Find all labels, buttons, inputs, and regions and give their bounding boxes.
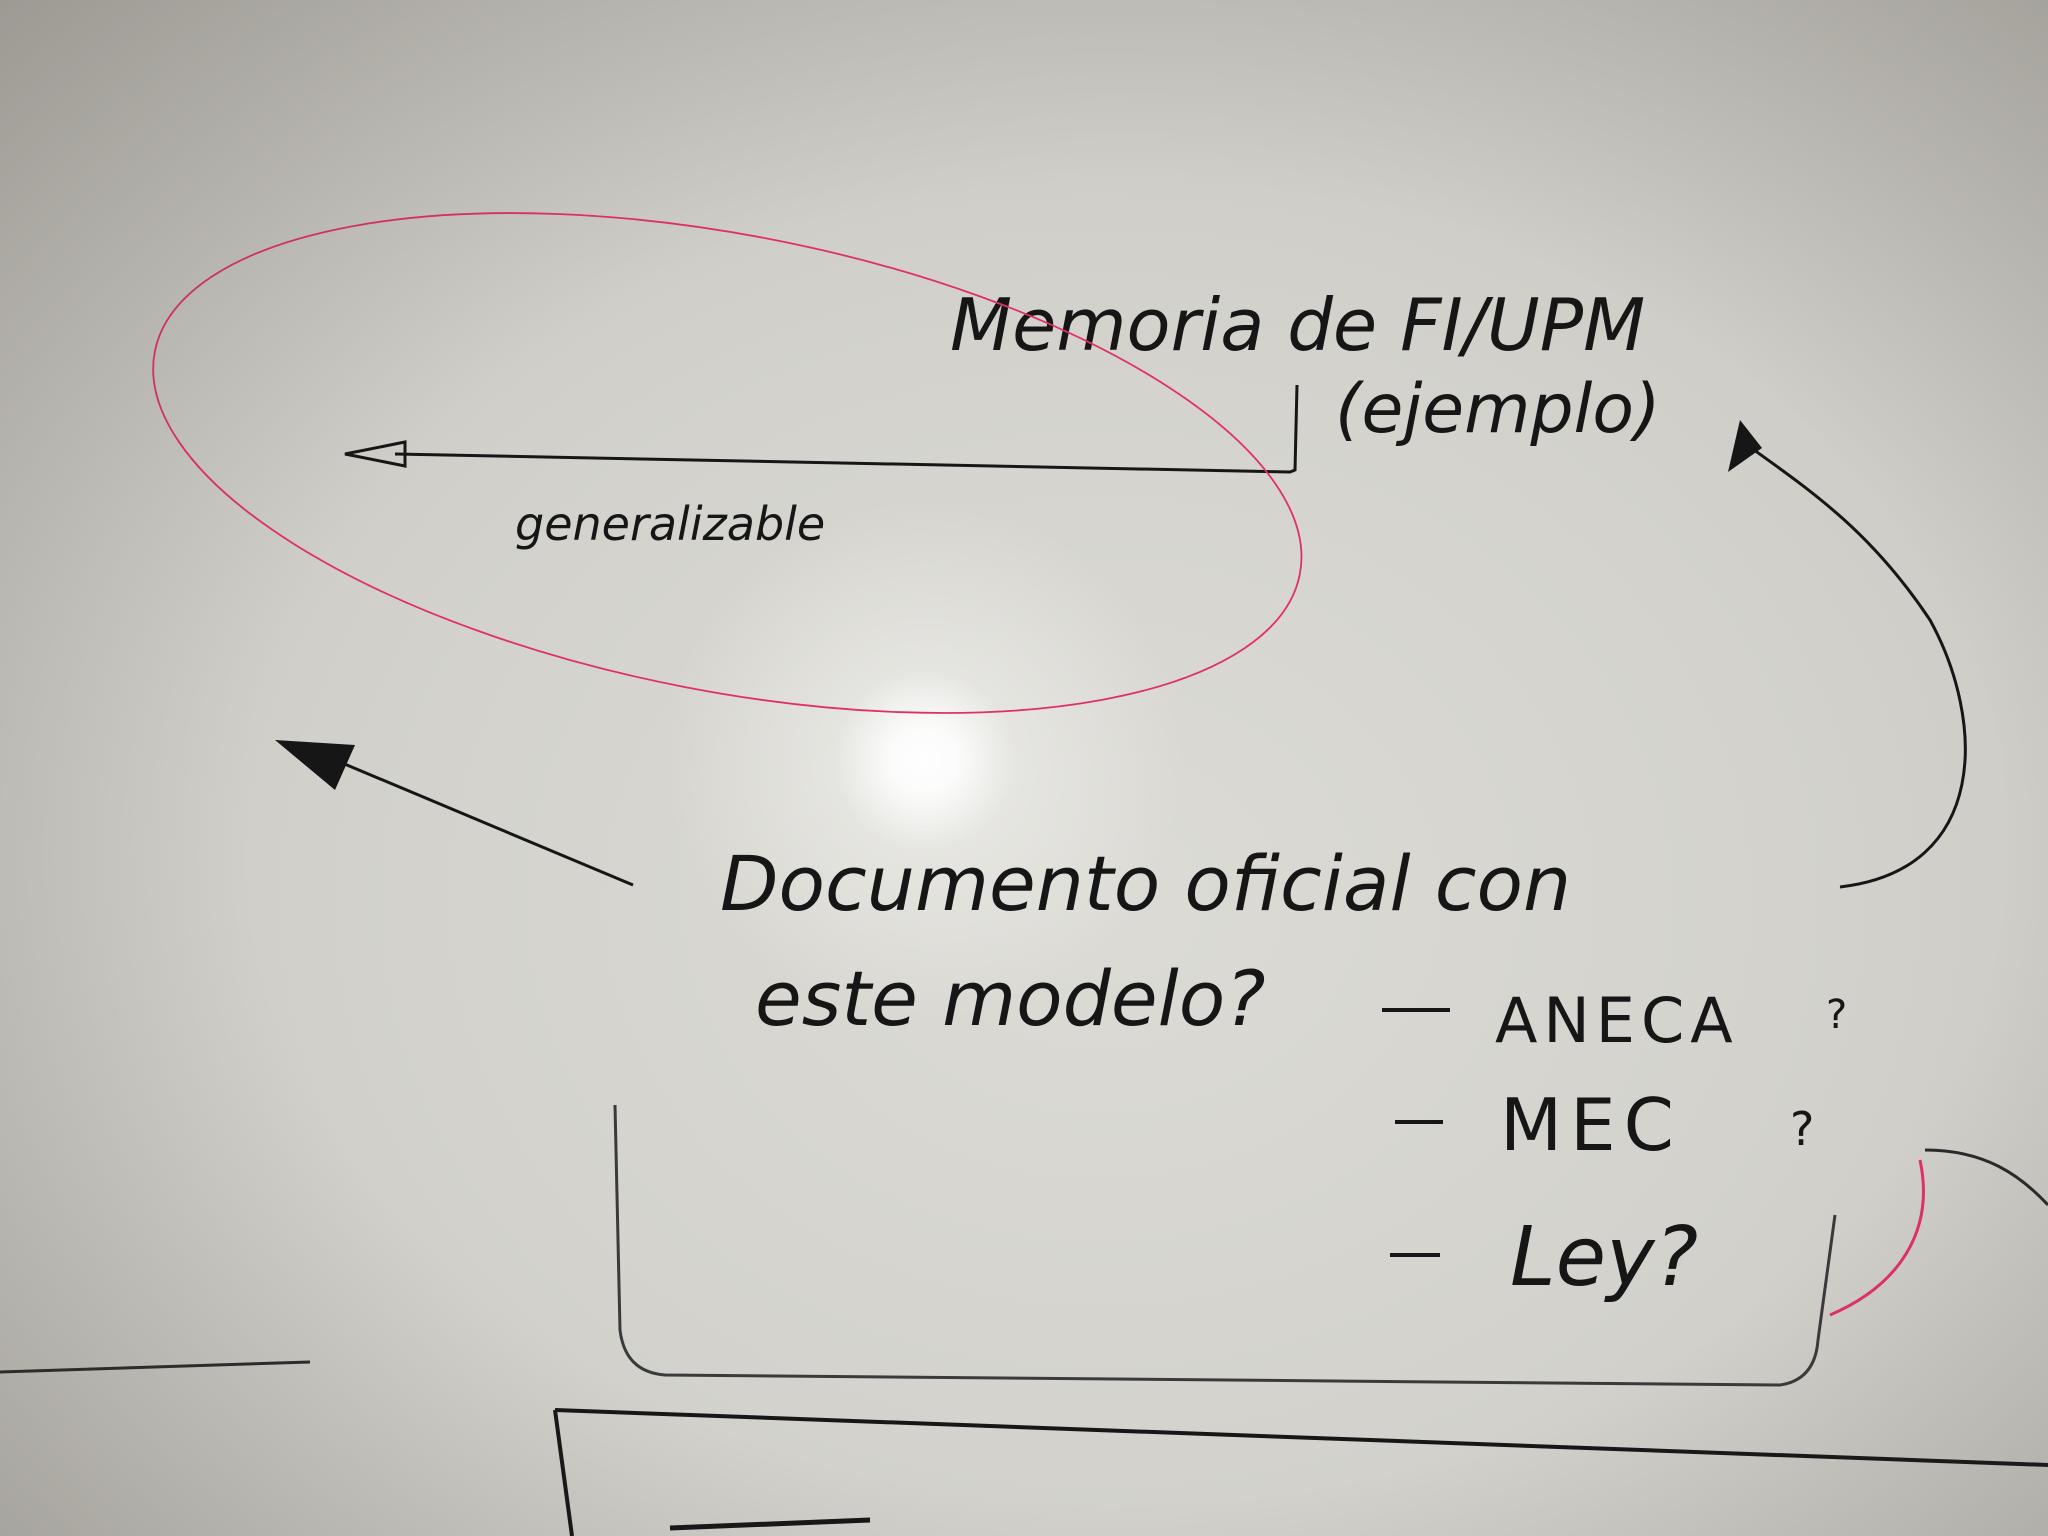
- option-ley: Ley?: [1510, 1210, 1698, 1305]
- red-ellipse: [152, 212, 1303, 714]
- curved-arrow-line: [1739, 438, 1967, 889]
- option-mec: MEC: [1500, 1083, 1682, 1167]
- bracket-line: [394, 384, 1299, 474]
- left-lower-line: [0, 1360, 311, 1374]
- hatched-arrow-icon: [275, 740, 355, 790]
- right-curve-line: [1924, 1148, 2048, 1207]
- option-mec-mark: ?: [1790, 1102, 1814, 1156]
- diagonal-arrow-line: [334, 758, 634, 887]
- up-arrow-icon: [1728, 420, 1762, 472]
- option-list: ANECA ? MEC ? Ley?: [1382, 984, 1847, 1305]
- left-arrow-icon: [344, 440, 407, 468]
- red-ellipse-tail: [1829, 1159, 1925, 1317]
- option-aneca: ANECA: [1495, 984, 1739, 1057]
- title-line-2: (ejemplo): [1335, 370, 1661, 449]
- left-note: generalizable: [515, 497, 825, 551]
- bottom-box-left-line: [553, 1409, 574, 1536]
- bottom-cut-stroke: [669, 1517, 871, 1531]
- bottom-box-top-line: [554, 1408, 2048, 1467]
- circle-text-line-2: este modelo?: [755, 954, 1266, 1043]
- circle-text-line-1: Documento oficial con: [720, 839, 1571, 928]
- option-aneca-mark: ?: [1826, 992, 1847, 1038]
- content-box-outline: [613, 1104, 1837, 1387]
- title-line-1: Memoria de FI/UPM: [950, 283, 1645, 367]
